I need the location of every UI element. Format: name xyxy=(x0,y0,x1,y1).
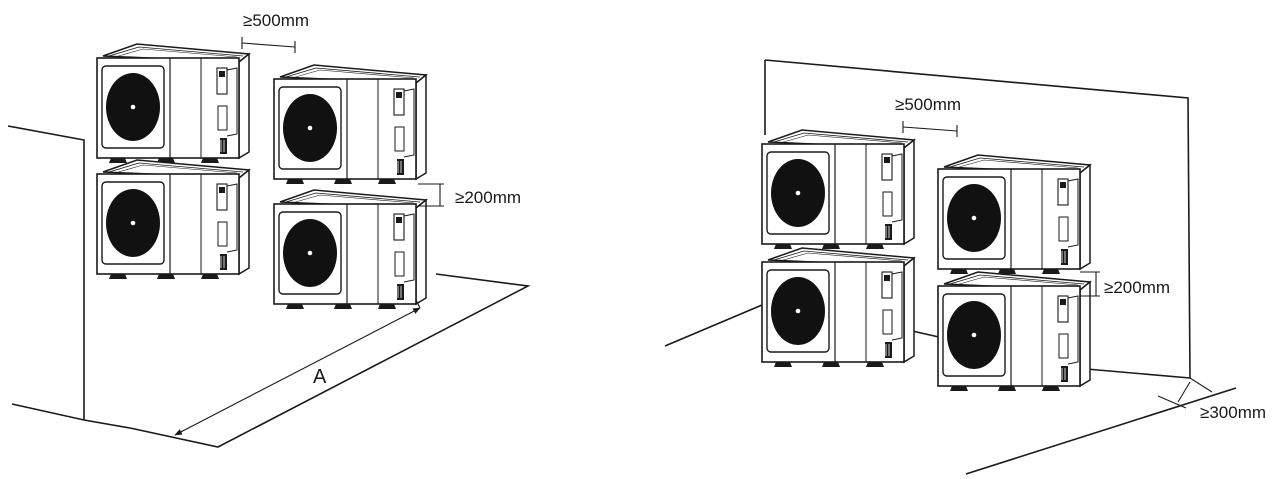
right-vertical-gap-dimension: ≥200mm xyxy=(1080,271,1170,297)
left-vertical-gap-dimension: ≥200mm xyxy=(418,183,521,207)
right-horizontal-gap-label: ≥500mm xyxy=(895,95,961,114)
right-diagram: ≥500mm ≥200mm ≥300mm xyxy=(664,59,1266,475)
right-vertical-gap-label: ≥200mm xyxy=(1104,278,1170,297)
left-depth-label: A xyxy=(313,366,327,388)
left-vertical-gap-label: ≥200mm xyxy=(455,188,521,207)
left-horizontal-gap-label: ≥500mm xyxy=(243,11,309,30)
right-rear-gap-label: ≥300mm xyxy=(1200,403,1266,422)
left-unit-top-right xyxy=(273,64,427,185)
right-rear-gap-dimension: ≥300mm xyxy=(1157,377,1266,422)
left-wall-edge xyxy=(7,125,85,420)
left-horizontal-gap-dimension: ≥500mm xyxy=(241,11,309,53)
right-unit-top-right xyxy=(937,154,1091,275)
right-floor-front-edge xyxy=(965,387,1237,475)
left-unit-top-left xyxy=(96,43,250,164)
left-unit-bottom-right xyxy=(273,189,427,310)
right-floor-left-edge xyxy=(664,304,763,347)
left-depth-dimension: A xyxy=(174,299,421,436)
right-horizontal-gap-dimension: ≥500mm xyxy=(895,95,961,137)
right-wall-outline xyxy=(764,59,1191,379)
right-unit-top-left xyxy=(761,129,915,250)
right-unit-bottom-left xyxy=(761,247,915,368)
left-unit-bottom-left xyxy=(96,159,250,280)
right-unit-bottom-right xyxy=(937,271,1091,392)
left-wall-base xyxy=(11,403,131,429)
left-diagram: ≥500mm ≥200mm A xyxy=(7,11,531,448)
